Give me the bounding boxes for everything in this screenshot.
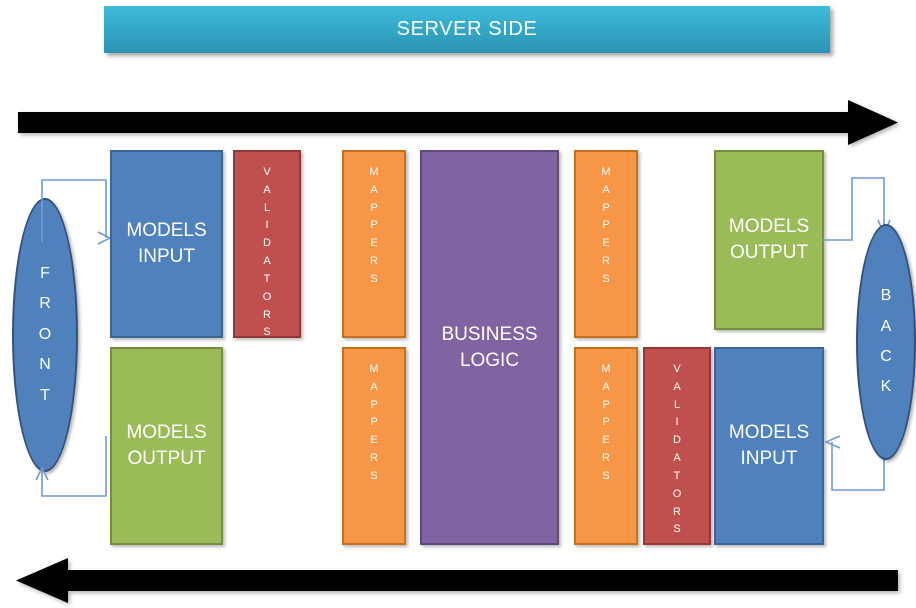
mappers-outbound-top-box[interactable]: M A P P E R S (574, 150, 638, 338)
business-logic-box[interactable]: BUSINESS LOGIC (420, 150, 559, 545)
mappers-inbound-top-box[interactable]: M A P P E R S (342, 150, 406, 338)
left-models-output-label: MODELS OUTPUT (126, 422, 207, 469)
back-node-label: B A C K (880, 287, 892, 396)
mappers-inbound-bottom-box[interactable]: M A P P E R S (342, 347, 406, 545)
right-models-output-box[interactable]: MODELS OUTPUT (714, 150, 824, 330)
mappers-outbound-bottom-label: M A P P E R S (601, 363, 611, 482)
back-to-models-input-connector (823, 434, 885, 491)
business-logic-label: BUSINESS LOGIC (441, 323, 538, 371)
request-flow-arrow-icon (18, 100, 898, 145)
left-models-input-box[interactable]: MODELS INPUT (110, 150, 223, 338)
right-validators-label: V A L I D A T O R S (672, 363, 682, 536)
server-side-banner: SERVER SIDE (104, 6, 830, 53)
right-models-output-label: MODELS OUTPUT (728, 216, 810, 263)
left-validators-label: V A L I D A T O R S (262, 166, 272, 339)
front-node[interactable]: F R O N T (12, 198, 78, 472)
left-models-output-box[interactable]: MODELS OUTPUT (110, 347, 223, 545)
right-models-input-label: MODELS INPUT (728, 422, 810, 469)
mappers-inbound-top-label: M A P P E R S (369, 166, 379, 285)
models-output-to-front-connector (35, 436, 107, 497)
mappers-outbound-bottom-box[interactable]: M A P P E R S (574, 347, 638, 545)
mappers-outbound-top-label: M A P P E R S (601, 166, 611, 285)
front-to-models-input-connector (41, 179, 112, 245)
left-validators-box[interactable]: V A L I D A T O R S (233, 150, 301, 338)
right-validators-box[interactable]: V A L I D A T O R S (643, 347, 711, 545)
back-node[interactable]: B A C K (856, 224, 916, 460)
mappers-inbound-bottom-label: M A P P E R S (369, 363, 379, 482)
left-models-input-label: MODELS INPUT (126, 220, 207, 267)
right-models-input-box[interactable]: MODELS INPUT (714, 347, 824, 545)
server-side-label: SERVER SIDE (396, 18, 538, 40)
response-flow-arrow-icon (16, 558, 898, 603)
front-node-label: F R O N T (38, 265, 52, 404)
